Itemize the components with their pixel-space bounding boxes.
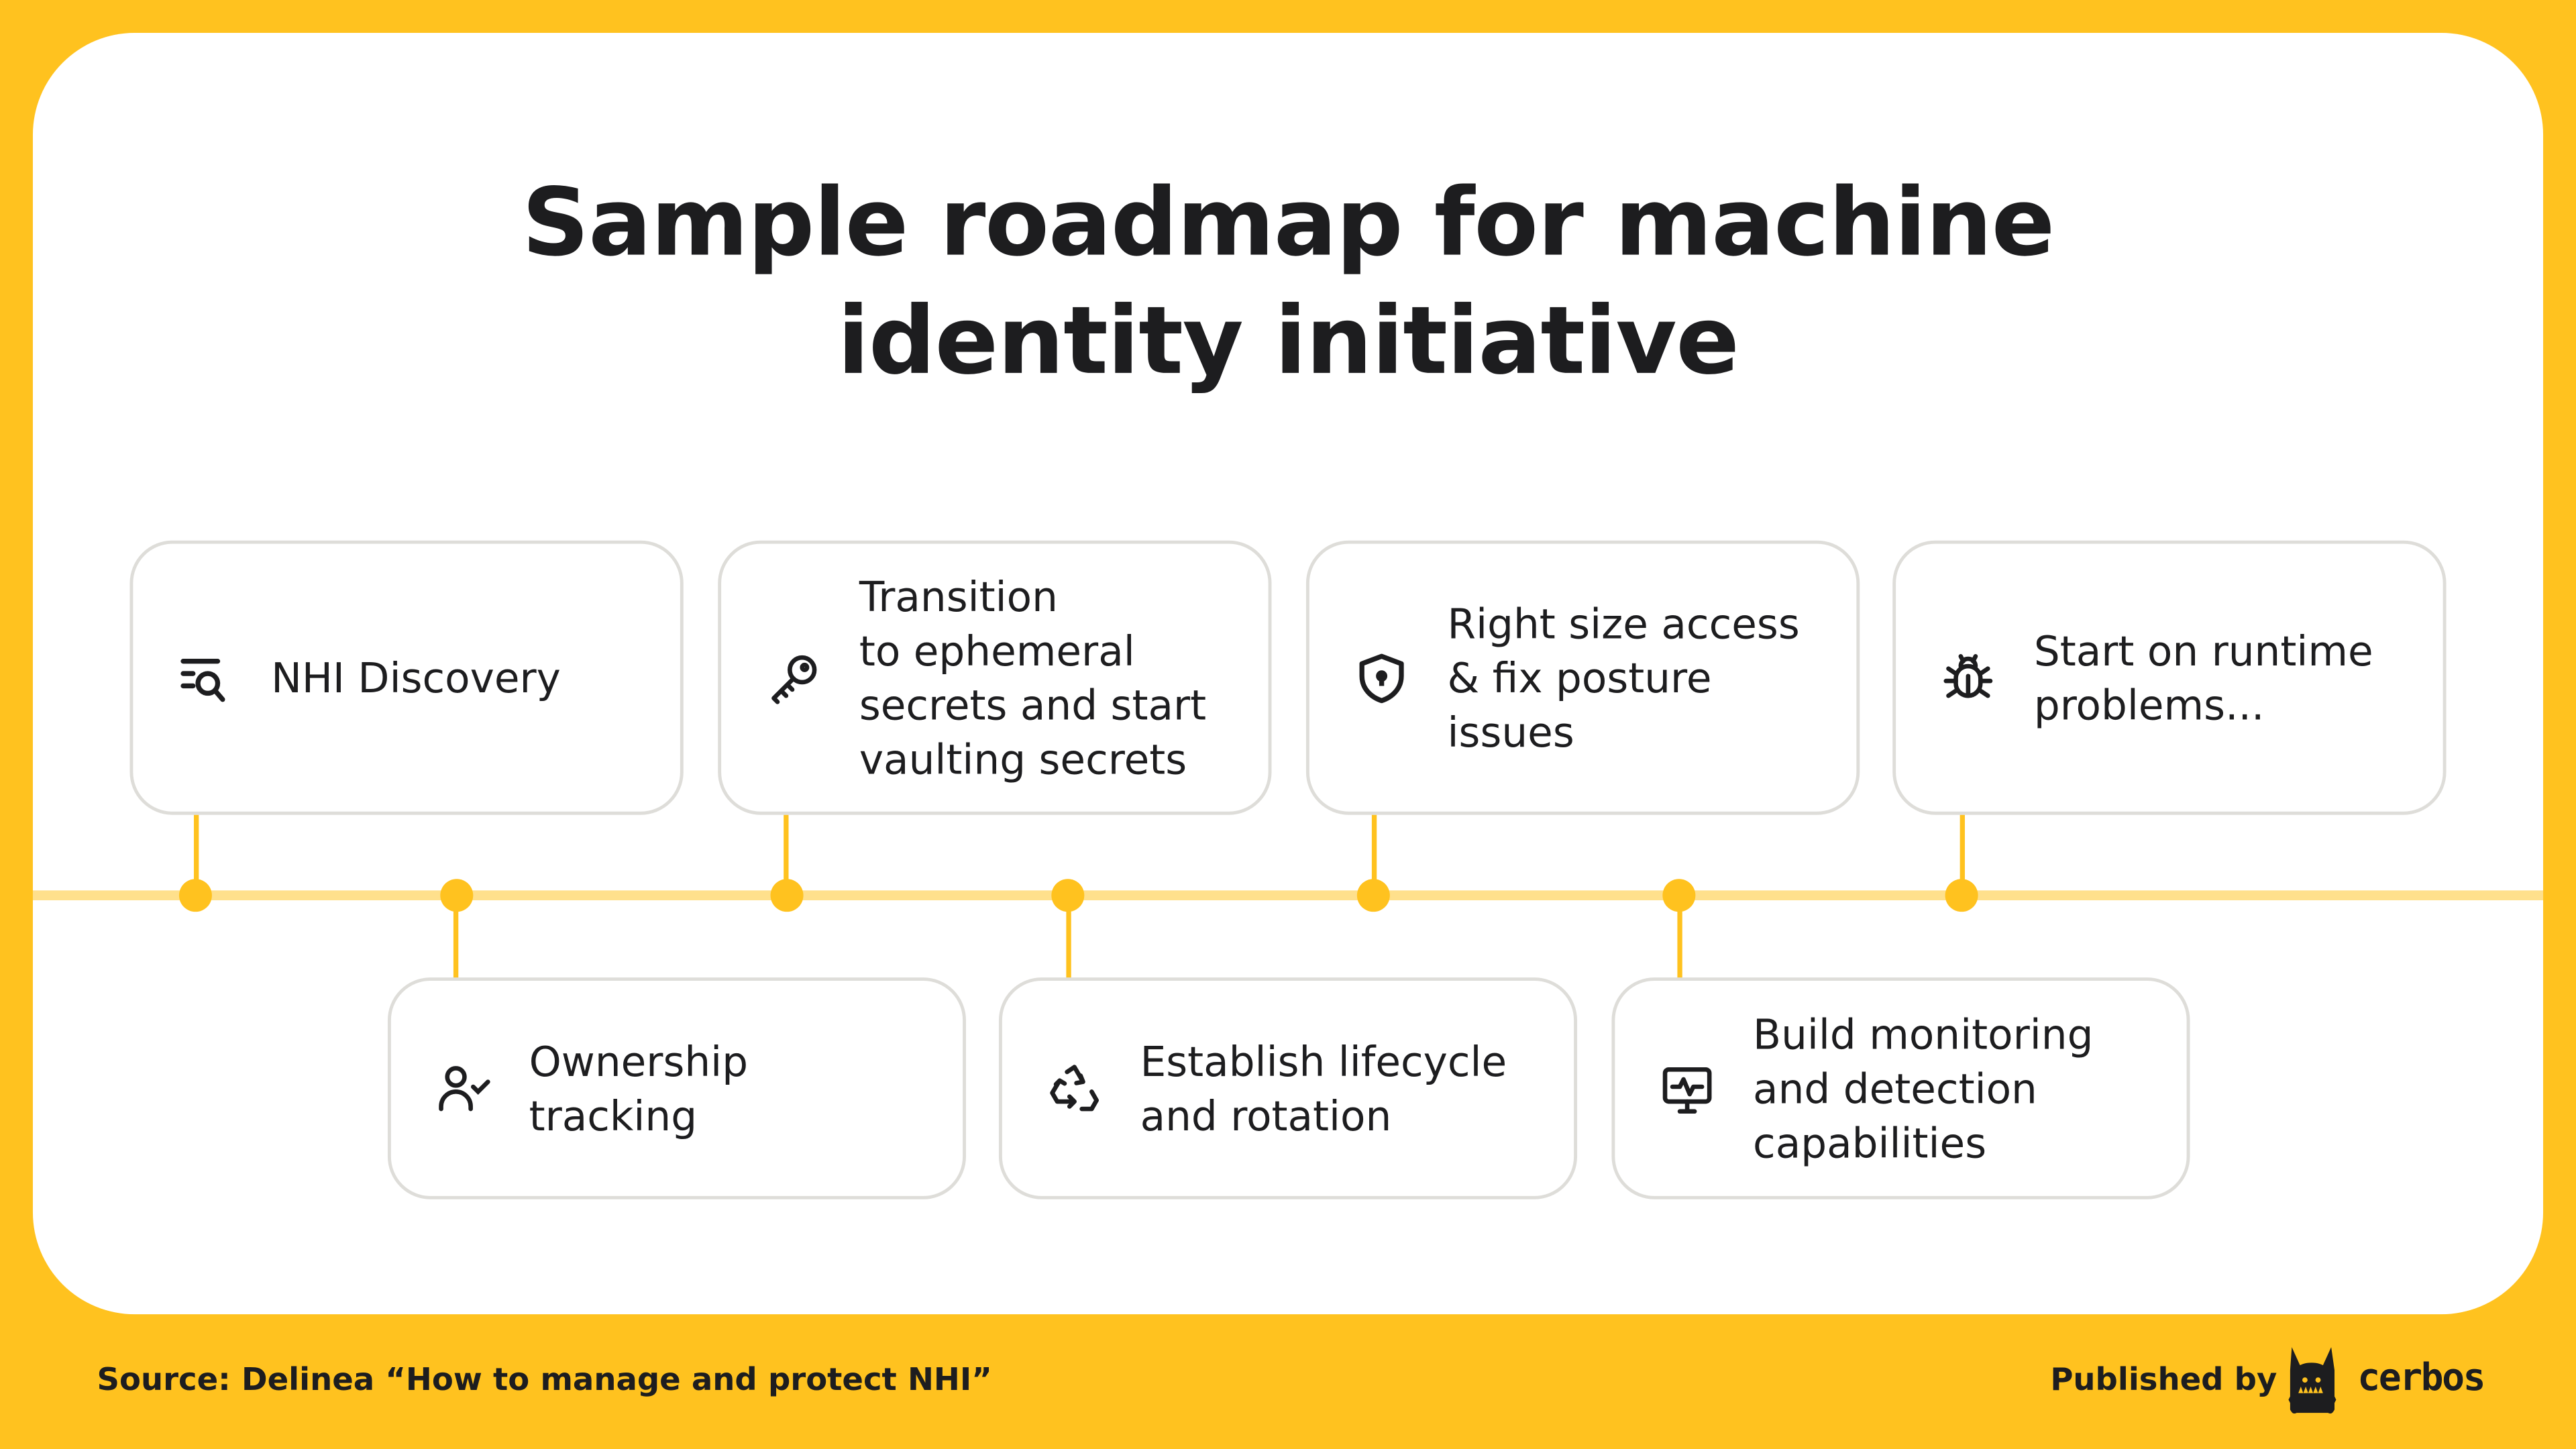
cerbos-logo-icon	[2288, 1347, 2337, 1414]
milestone-label: Transition to ephemeral secrets and star…	[859, 572, 1207, 783]
connector	[784, 814, 789, 889]
timeline-dot	[1662, 879, 1696, 912]
connector	[193, 814, 199, 889]
recycle-icon	[1050, 1064, 1099, 1111]
milestone-card-ephemeral-secrets: Transition to ephemeral secrets and star…	[718, 540, 1272, 815]
milestone-label: Right size access & fix posture issues	[1447, 599, 1800, 756]
shield-lock-icon	[1359, 653, 1404, 702]
milestone-card-right-size-access: Right size access & fix posture issues	[1305, 540, 1860, 815]
source-citation: Source: Delinea “How to manage and prote…	[97, 1362, 992, 1399]
milestone-label: Start on runtime problems...	[2033, 627, 2373, 729]
timeline-dot	[1945, 879, 1978, 912]
connector	[1677, 900, 1682, 979]
list-search-icon	[180, 657, 225, 702]
timeline-dot	[440, 879, 474, 912]
published-by-label: Published by	[2050, 1362, 2277, 1399]
timeline-dot	[770, 879, 804, 912]
milestone-card-runtime-problems: Start on runtime problems...	[1892, 540, 2447, 815]
connector	[1066, 900, 1071, 979]
title-line-1: Sample roadmap for machine	[521, 169, 2055, 278]
connector	[1960, 814, 1965, 889]
connector	[1371, 814, 1377, 889]
milestone-card-lifecycle-rotation: Establish lifecycle and rotation	[998, 977, 1578, 1199]
monitor-pulse-icon	[1662, 1066, 1712, 1113]
timeline-dot	[178, 879, 212, 912]
milestone-label: Establish lifecycle and rotation	[1140, 1037, 1507, 1140]
milestone-card-ownership-tracking: Ownership tracking	[387, 977, 967, 1199]
cerbos-wordmark: cerbos	[2357, 1356, 2485, 1400]
milestone-card-nhi-discovery: NHI Discovery	[129, 540, 684, 815]
milestone-label: NHI Discovery	[271, 653, 561, 702]
milestone-card-monitoring-detection: Build monitoring and detection capabilit…	[1611, 977, 2190, 1199]
milestone-label: Build monitoring and detection capabilit…	[1753, 1010, 2094, 1167]
timeline-line	[32, 890, 2544, 901]
bug-icon	[1943, 653, 1993, 698]
title-line-2: identity initiative	[837, 287, 1739, 396]
connector	[453, 900, 459, 979]
timeline-dot	[1356, 879, 1390, 912]
key-icon	[771, 654, 817, 704]
timeline-dot	[1051, 879, 1085, 912]
user-check-icon	[439, 1065, 490, 1111]
milestone-label: Ownership tracking	[529, 1037, 749, 1140]
page-title: Sample roadmap for machine identity init…	[0, 164, 2576, 401]
